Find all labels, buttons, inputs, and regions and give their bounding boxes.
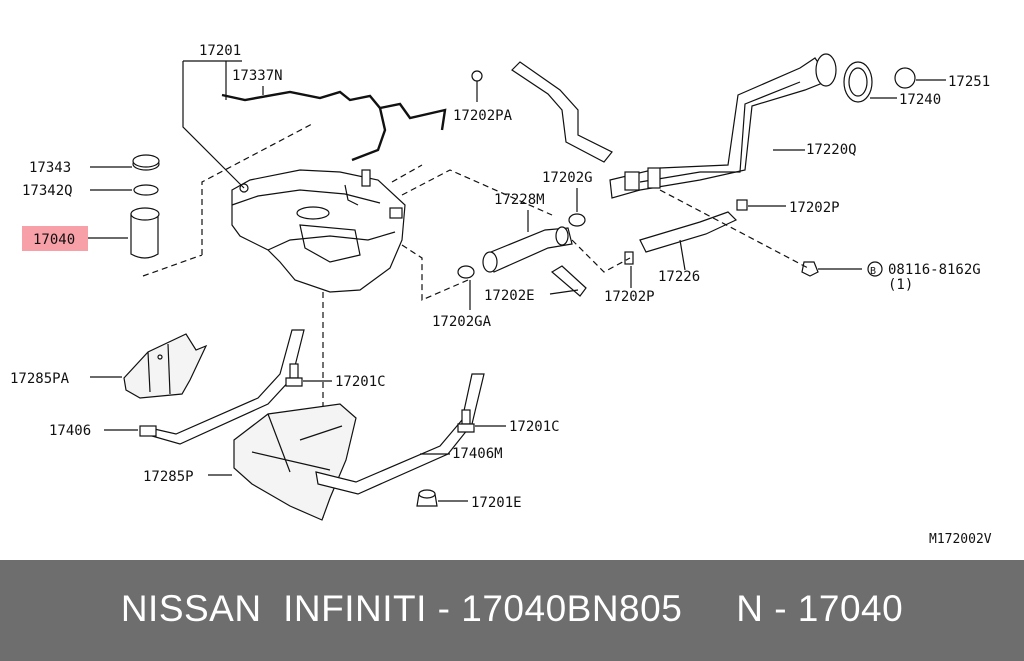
bolt-17201C-right: 17201C <box>457 409 560 435</box>
label-17202P-lower: 17202P <box>604 289 655 305</box>
clip-17202P-lower: 17202P <box>604 251 655 305</box>
harness-17337N: 17337N <box>221 68 447 162</box>
heat-shield-17285PA: 17285PA <box>10 333 208 399</box>
label-17201C-left: 17201C <box>335 374 386 390</box>
label-17228M: 17228M <box>494 192 545 208</box>
label-17202PA: 17202PA <box>453 108 513 124</box>
hose-17202PA: 17202PA <box>453 61 613 163</box>
label-17337N: 17337N <box>232 68 283 84</box>
label-17406: 17406 <box>49 423 91 439</box>
band-17406M: 17406M <box>315 373 503 495</box>
label-17251: 17251 <box>948 74 990 90</box>
label-17202G: 17202G <box>542 170 593 186</box>
callout-17201: 17201 <box>182 43 245 189</box>
clamp-17202G: 17202G <box>542 170 593 227</box>
label-17201E: 17201E <box>471 495 522 511</box>
label-bolt-qty: (1) <box>888 277 913 293</box>
clamp-17202GA: 17202GA <box>432 265 492 330</box>
bolt-08116-8162G: B 08116-8162G (1) <box>801 261 981 293</box>
bracket-17202E: 17202E <box>484 265 587 304</box>
hose-17228M: 17228M <box>482 192 573 273</box>
label-17285P: 17285P <box>143 469 194 485</box>
label-17201: 17201 <box>199 43 241 59</box>
hose-17226: 17226 <box>639 211 738 285</box>
highlight-17040 <box>22 226 88 251</box>
label-17201C-right: 17201C <box>509 419 560 435</box>
label-17202P-upper: 17202P <box>789 200 840 216</box>
label-17240: 17240 <box>899 92 941 108</box>
nut-17201E: 17201E <box>416 489 522 511</box>
part-number-caption: NISSAN INFINITI - 17040BN805 N - 17040 <box>120 588 904 629</box>
label-bolt-circle: B <box>870 266 876 277</box>
label-17342Q: 17342Q <box>22 183 73 199</box>
bolt-17201C-left: 17201C <box>285 363 386 390</box>
label-17220Q: 17220Q <box>806 142 857 158</box>
fuel-tank-parts-diagram: 17201 17337N 17343 17342Q 17040 17202PA <box>10 43 992 547</box>
fuel-tank <box>231 169 406 293</box>
footer-bar: NISSAN INFINITI - 17040BN805 N - 17040 <box>0 560 1024 661</box>
label-17343: 17343 <box>29 160 71 176</box>
sender-parts: 17343 17342Q 17040 <box>22 123 313 277</box>
label-17285PA: 17285PA <box>10 371 70 387</box>
band-17406: 17406 <box>49 329 305 445</box>
label-17202E: 17202E <box>484 288 535 304</box>
diagram-code: M172002V <box>929 532 992 547</box>
label-bolt-part: 08116-8162G <box>888 262 981 278</box>
label-17406M: 17406M <box>452 446 503 462</box>
clip-17202P-upper: 17202P <box>736 199 840 216</box>
label-17226: 17226 <box>658 269 700 285</box>
filler-tube-17220Q: 17220Q <box>609 53 857 199</box>
heat-shield-17285P: 17285P <box>143 403 357 521</box>
fuel-cap-parts: 17251 17240 <box>843 61 990 108</box>
label-17040: 17040 <box>33 232 75 248</box>
label-17202GA: 17202GA <box>432 314 492 330</box>
